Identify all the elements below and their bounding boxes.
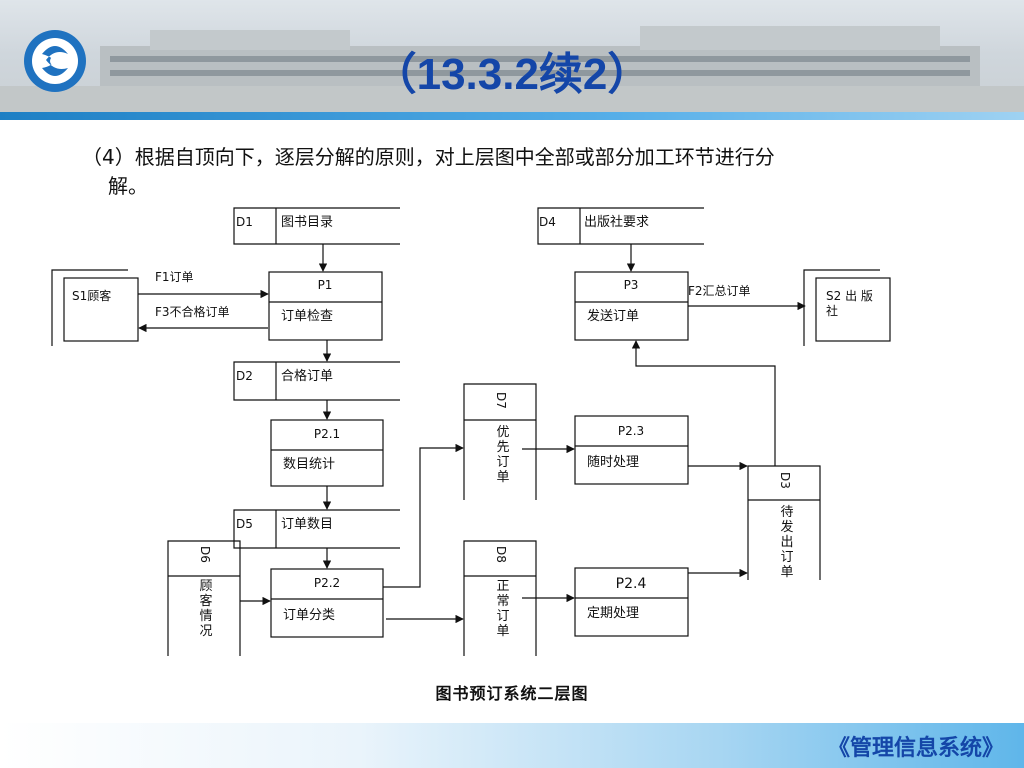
body-line-1: （4）根据自顶向下，逐层分解的原则，对上层图中全部或部分加工环节进行分 [82, 145, 775, 169]
store-d3-shape [747, 465, 821, 580]
flow-f3-label: F3不合格订单 [155, 304, 230, 319]
footer-course-title: 《管理信息系统》 [827, 735, 1004, 761]
store-d3-id: D3 [778, 472, 792, 489]
process-p3-id: P3 [624, 278, 639, 292]
store-d7-id: D7 [494, 392, 508, 409]
process-p1-shape [268, 271, 383, 341]
body-paragraph: （4）根据自顶向下，逐层分解的原则，对上层图中全部或部分加工环节进行分 解。 [82, 143, 972, 201]
store-d1-shape [233, 207, 400, 245]
process-p23-name: 随时处理 [587, 455, 639, 470]
external-s2-shadow [803, 269, 880, 346]
process-p23-id: P2.3 [618, 424, 644, 438]
diagram-caption: 图书预订系统二层图 [435, 684, 589, 703]
header-banner [0, 0, 1024, 120]
store-d4-name: 出版社要求 [584, 214, 649, 230]
process-p21-name: 数目统计 [283, 457, 335, 472]
store-d3-name: 待发出订单 [780, 505, 793, 580]
process-p22-id: P2.2 [314, 576, 340, 590]
process-p3-name: 发送订单 [587, 308, 639, 324]
external-s2-line-1: S2 出 版 [826, 289, 873, 303]
process-p21-id: P2.1 [314, 427, 340, 441]
store-d1-id: D1 [236, 215, 253, 229]
page-title: （13.3.2续2） [372, 50, 652, 99]
process-p24-shape [574, 567, 689, 637]
process-p1-id: P1 [318, 278, 333, 292]
external-s2-line-2: 社 [826, 303, 838, 318]
header-blue-band [0, 112, 1024, 120]
store-d8-id: D8 [494, 546, 508, 563]
logo-icon [24, 30, 86, 92]
store-d7-name: 优先订单 [496, 425, 509, 485]
store-d2-name: 合格订单 [281, 368, 333, 384]
store-d6-name: 顾客情况 [199, 579, 212, 639]
store-d1-name: 图书目录 [281, 215, 333, 230]
external-s1-shape [63, 277, 139, 342]
footer-band [0, 723, 1024, 768]
store-d5-id: D5 [236, 517, 253, 531]
body-line-2: 解。 [108, 174, 148, 198]
external-s2-label: S2 出 版 社 [826, 289, 877, 318]
arrow-p22-d7 [383, 443, 464, 588]
store-d2-shape [233, 361, 400, 401]
store-d2-id: D2 [236, 369, 253, 383]
store-d4-shape [537, 207, 704, 245]
store-d5-shape [233, 509, 400, 549]
process-p1-name: 订单检查 [281, 309, 333, 324]
process-p24-name: 定期处理 [587, 606, 639, 621]
store-d6-shape [167, 540, 241, 656]
process-p22-name: 订单分类 [283, 608, 335, 623]
arrow-d3-p3 [631, 340, 776, 466]
store-d8-name: 正常订单 [496, 579, 509, 639]
process-p22-shape [270, 568, 384, 638]
process-p24-id: P2.4 [616, 576, 647, 592]
flow-f1-label: F1订单 [155, 270, 194, 284]
external-s1-shadow [51, 269, 128, 346]
flow-f2-label: F2汇总订单 [688, 284, 751, 298]
store-d4-id: D4 [539, 215, 556, 229]
store-d6-id: D6 [198, 546, 212, 563]
process-p23-shape [574, 415, 689, 485]
store-d5-name: 订单数目 [281, 517, 333, 532]
store-d7-shape [463, 383, 537, 500]
external-s2-shape [815, 277, 891, 342]
external-s1-label: S1顾客 [72, 288, 111, 303]
